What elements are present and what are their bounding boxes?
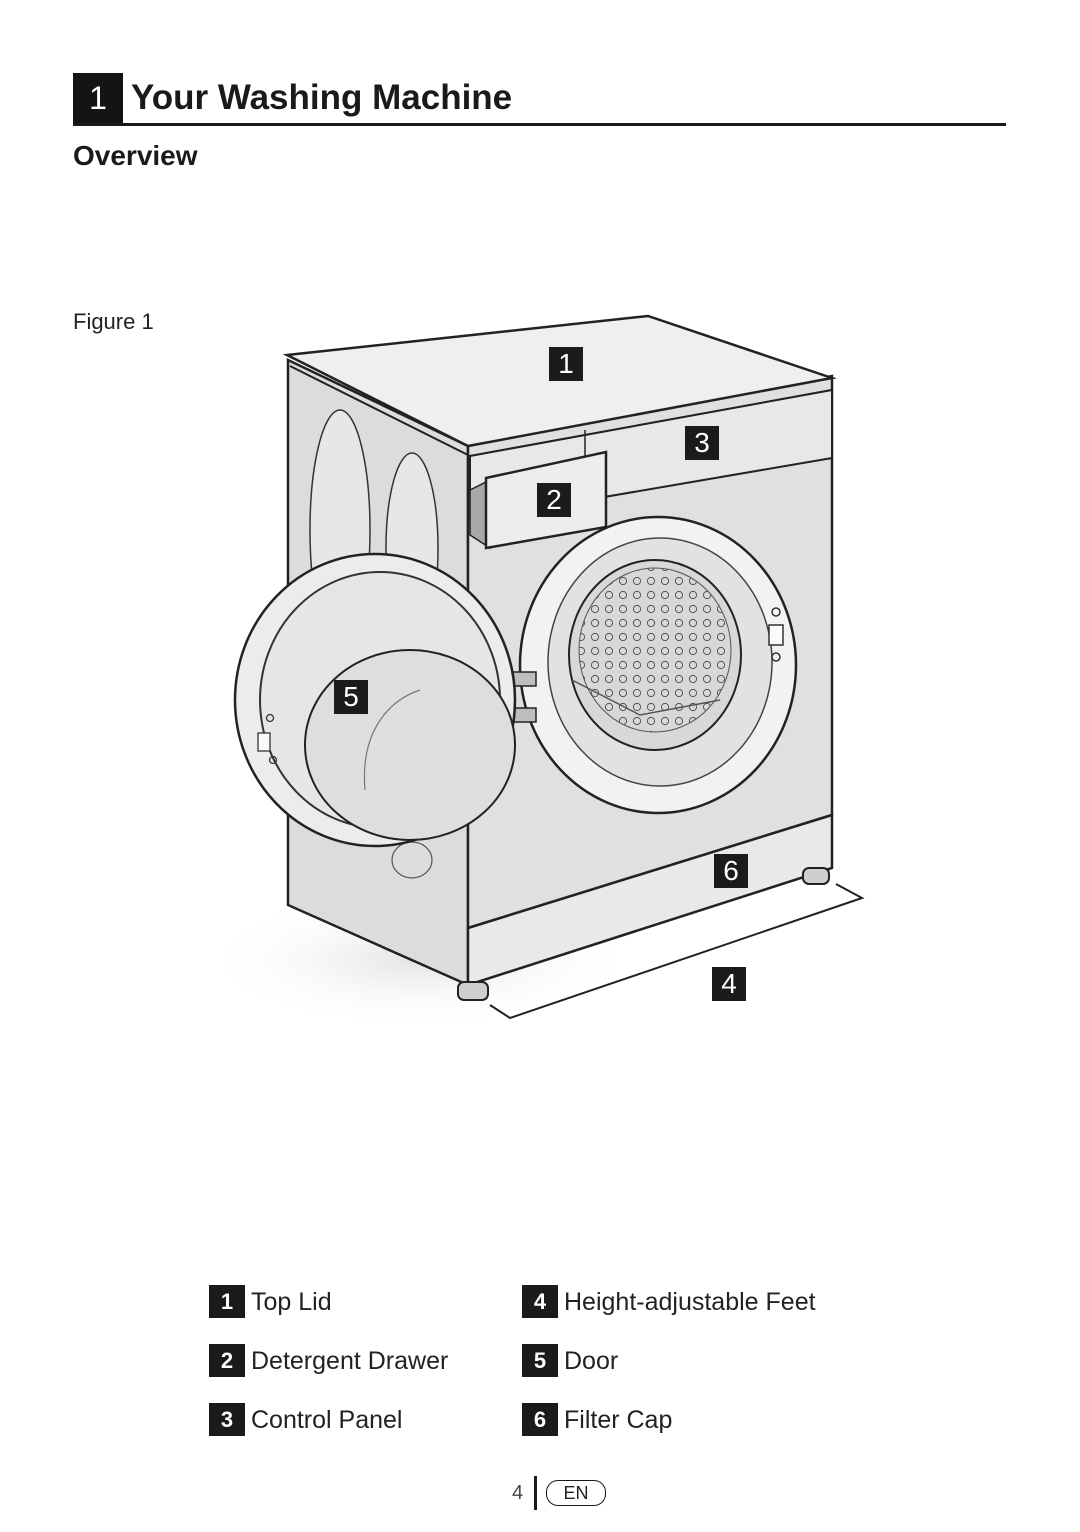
language-badge: EN [546,1480,606,1506]
legend-number: 6 [522,1403,558,1436]
door-glass [304,649,516,841]
legend-number: 5 [522,1344,558,1377]
top-lid [282,314,837,448]
legend-label: Control Panel [251,1406,403,1434]
chapter-header: 1 Your Washing Machine [73,73,1006,126]
section-title: Overview [73,140,198,171]
legend-label: Detergent Drawer [251,1347,449,1375]
foot-front-right [802,867,830,885]
legend-number: 4 [522,1285,558,1318]
legend-label: Height-adjustable Feet [564,1288,816,1316]
figure-label: Figure 1 [73,309,154,334]
foot-front-left [457,981,489,1001]
legend-number: 1 [209,1285,245,1318]
chapter-title: Your Washing Machine [131,78,513,117]
callout-3: 3 [685,426,719,460]
footer-divider [534,1476,537,1510]
washing-machine-drawing [200,314,865,1030]
washing-machine-illustration: 1 2 3 5 6 4 [200,300,900,1040]
legend-label: Filter Cap [564,1406,673,1434]
legend-number: 3 [209,1403,245,1436]
callout-5: 5 [334,680,368,714]
parts-legend: 1 Top Lid 2 Detergent Drawer 3 Control P… [209,1284,909,1454]
callout-6: 6 [714,854,748,888]
callout-2: 2 [537,483,571,517]
callout-4: 4 [712,967,746,1001]
page-number: 4 [512,1482,524,1504]
callout-1: 1 [549,347,583,381]
chapter-number: 1 [73,73,123,123]
legend-label: Door [564,1347,619,1375]
legend-number: 2 [209,1344,245,1377]
page-footer: 4 EN [512,1476,612,1510]
legend-label: Top Lid [251,1288,332,1316]
